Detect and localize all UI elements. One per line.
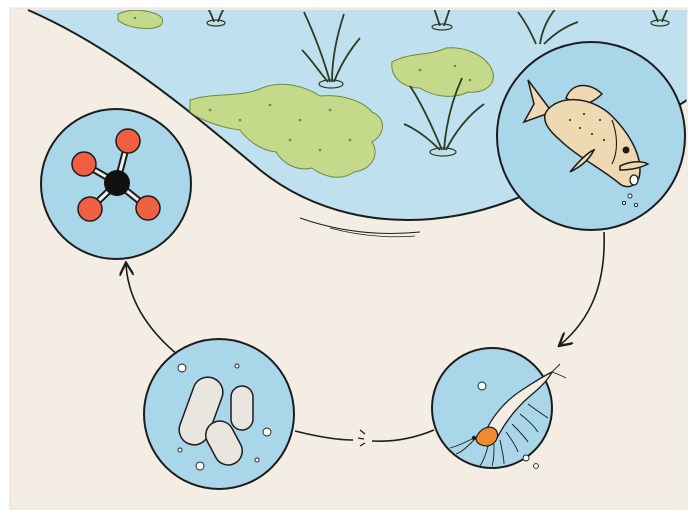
bacteria-node [144, 339, 294, 489]
fish-eye [623, 147, 630, 154]
oxygen-atom [136, 196, 160, 220]
oxygen-atom [116, 129, 140, 153]
central-atom [104, 170, 130, 196]
bacteria-circle [144, 339, 294, 489]
fish-mouth [630, 175, 638, 185]
oxygen-atom [72, 152, 96, 176]
fish-node [497, 42, 685, 230]
oxygen-atom [78, 197, 102, 221]
molecule-node [41, 109, 191, 259]
bacterium-cell [231, 386, 253, 430]
